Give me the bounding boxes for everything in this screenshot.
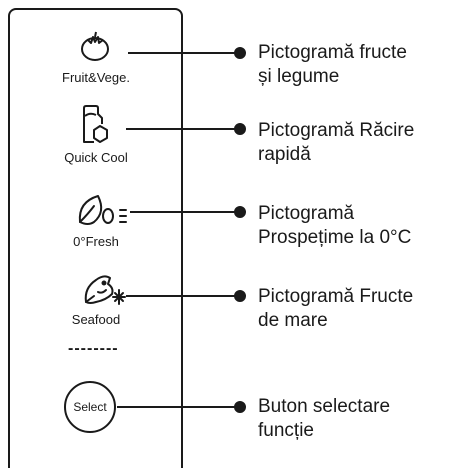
callout-seafood: Pictogramă Fructe de mare [258, 285, 453, 333]
callout-fruit-line2: și legume [258, 66, 340, 87]
callout-dot-seafood [234, 290, 246, 302]
callout-fruit-line1: Pictogramă fructe [258, 42, 407, 63]
icon-label-fresh: 0°Fresh [73, 234, 119, 249]
callout-fresh-line2: Prospețime la 0°C [258, 227, 412, 248]
callout-quickcool-line1: Pictogramă Răcire [258, 120, 415, 141]
callout-fresh-line1: Pictogramă [258, 203, 355, 224]
callout-fruit: Pictogramă fructe și legume [258, 41, 453, 89]
callout-dot-select [234, 401, 246, 413]
callout-seafood-line2: de mare [258, 310, 328, 331]
icon-label-quickcool: Quick Cool [64, 150, 128, 165]
icon-label-seafood: Seafood [71, 312, 121, 327]
callout-select-line2: funcție [258, 420, 314, 441]
callout-dot-quickcool [234, 123, 246, 135]
select-button-label: Select [73, 400, 107, 414]
callout-quickcool-line2: rapidă [258, 144, 311, 165]
tomato-icon [81, 31, 109, 61]
callout-seafood-line1: Pictogramă Fructe [258, 286, 414, 307]
callout-dot-fresh [234, 206, 246, 218]
callout-fresh: Pictogramă Prospețime la 0°C [258, 202, 453, 250]
leaf-zero-icon [78, 195, 127, 225]
callout-quickcool: Pictogramă Răcire rapidă [258, 119, 453, 167]
fish-snowflake-icon [84, 275, 126, 305]
separator-dots: -------- [68, 340, 119, 357]
icon-label-fruit: Fruit&Vege. [62, 70, 130, 85]
bottle-cup-icon [83, 105, 108, 143]
select-button[interactable]: Select [64, 381, 116, 433]
callout-dot-fruit [234, 47, 246, 59]
callout-select-line1: Buton selectare [258, 396, 391, 417]
callout-select: Buton selectare funcție [258, 395, 453, 443]
